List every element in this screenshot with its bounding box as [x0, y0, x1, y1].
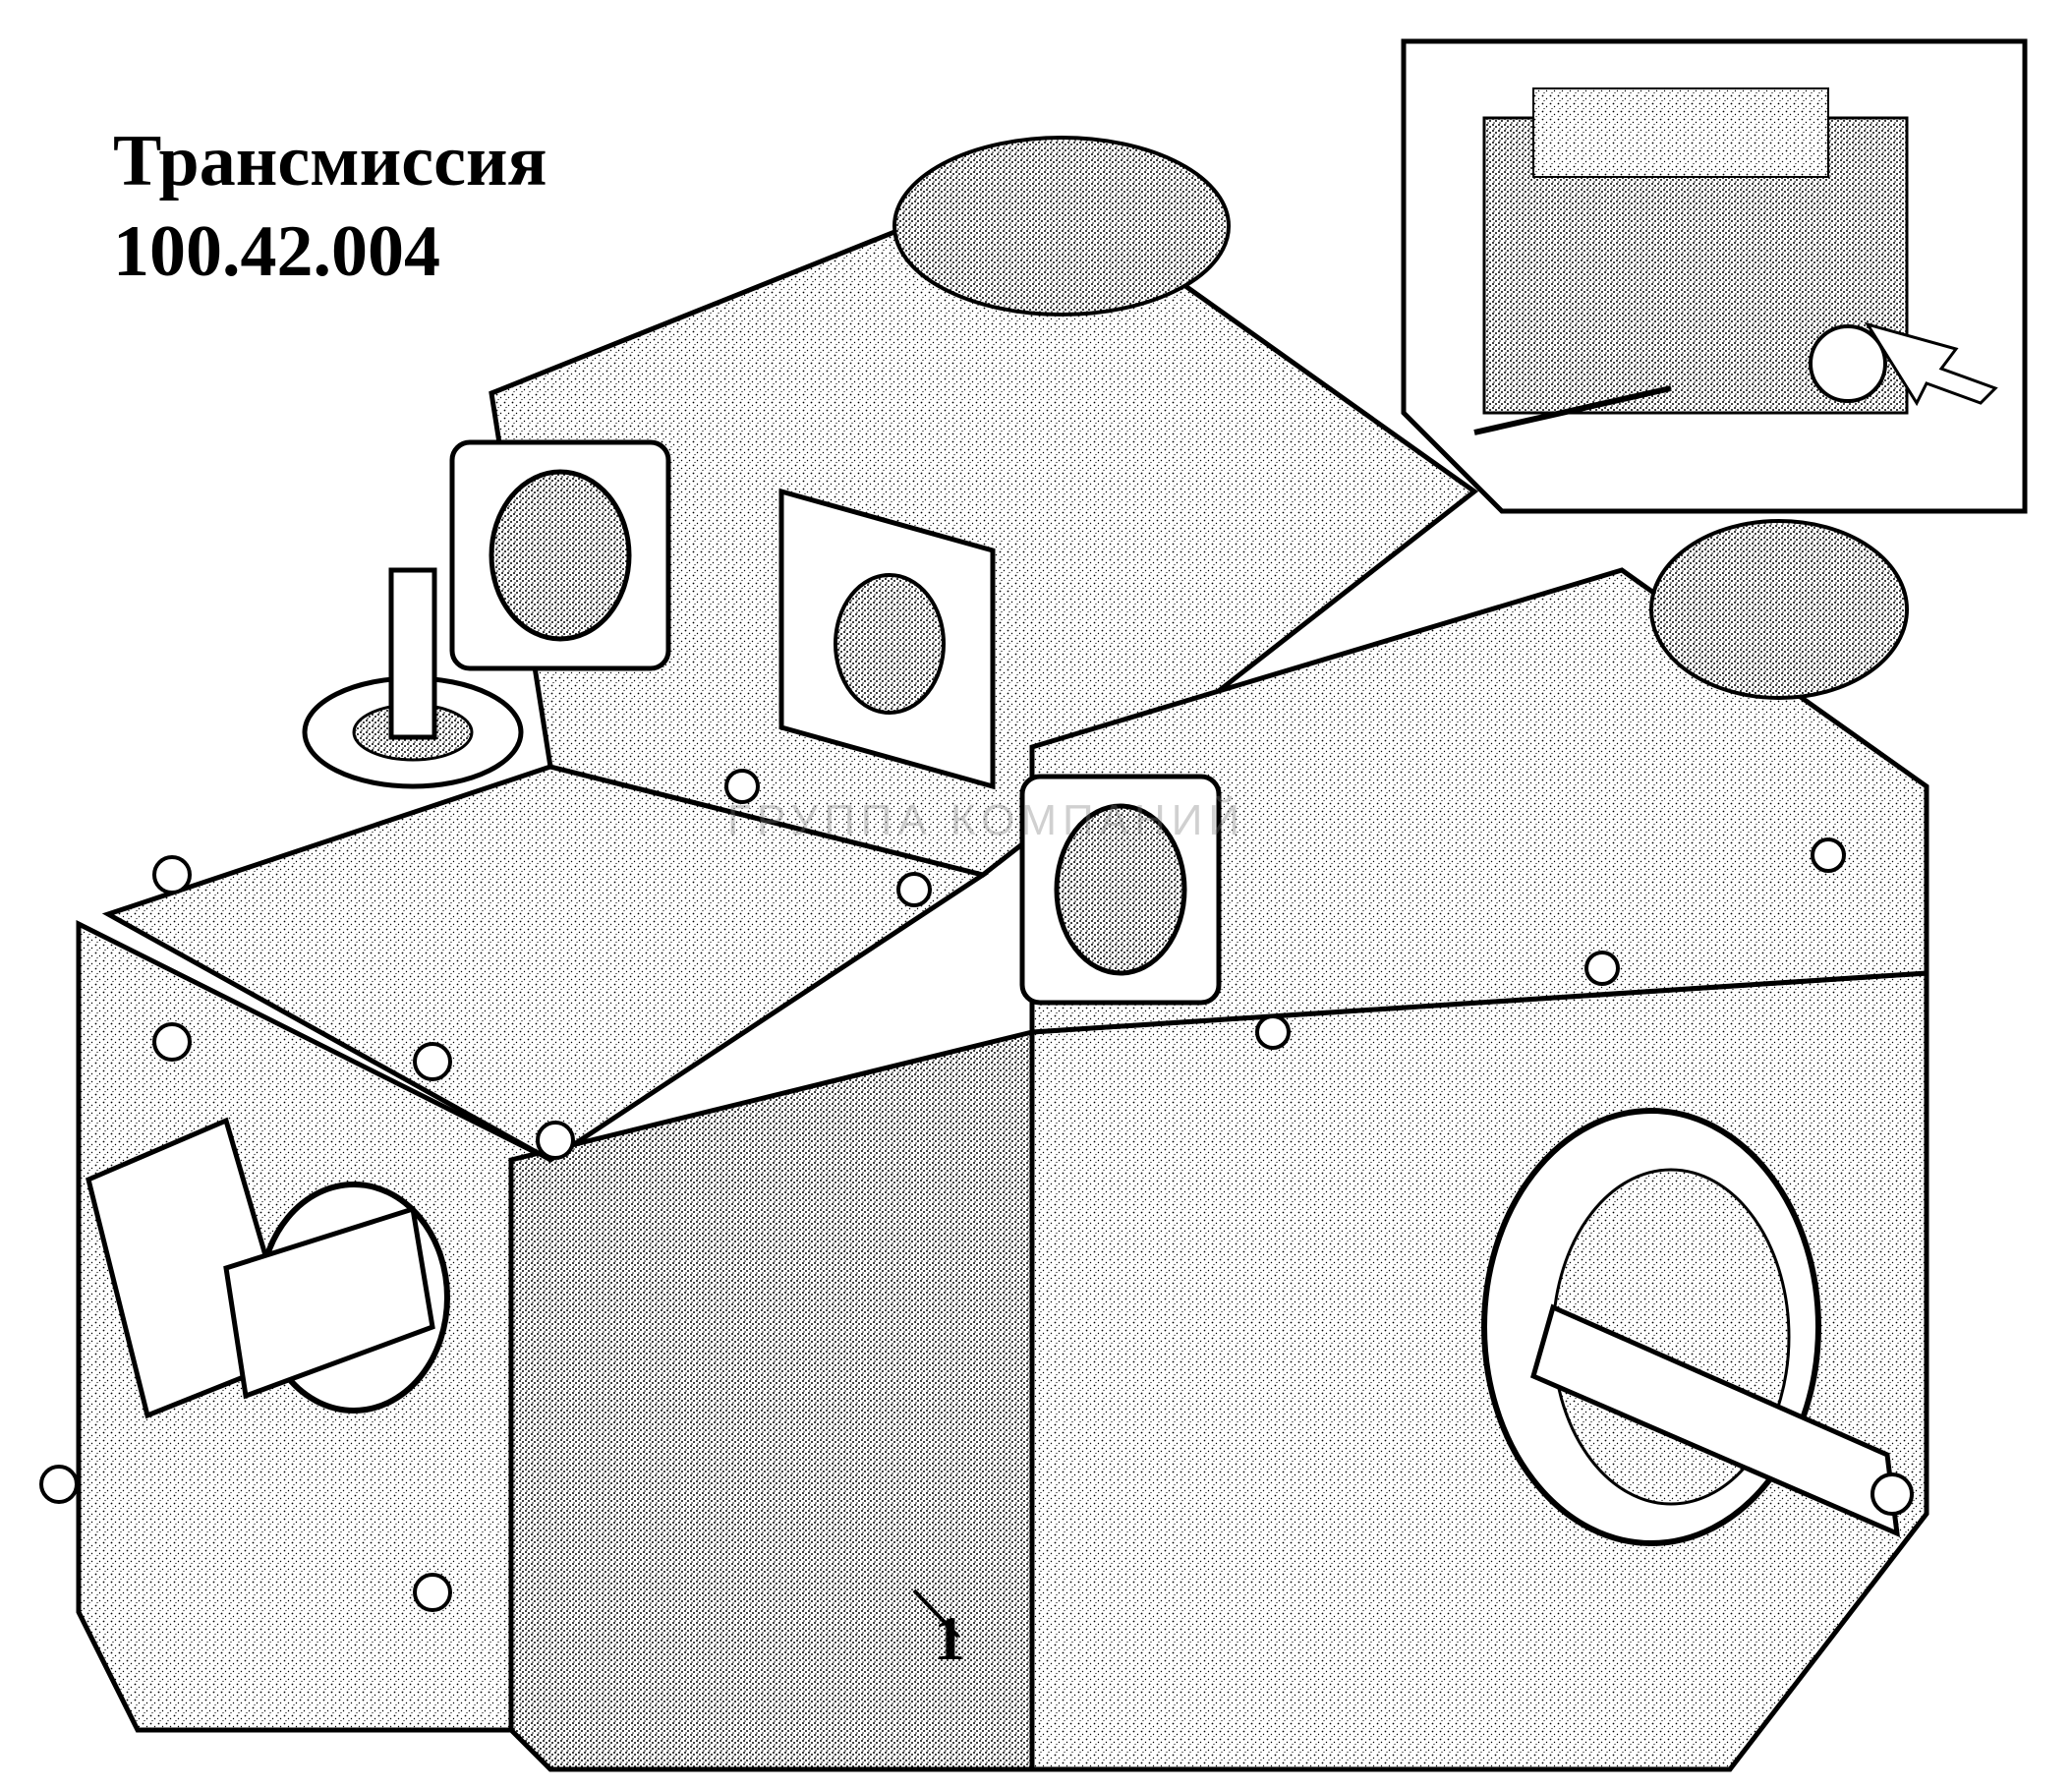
- inset-shaft: [1473, 385, 1672, 435]
- title-line-2: 100.42.004: [113, 211, 440, 292]
- bolt-icon: [413, 1573, 452, 1612]
- vertical-shaft-assembly: [302, 567, 524, 789]
- bolt-icon: [152, 855, 192, 894]
- bolt-icon: [724, 769, 760, 804]
- bolt-icon: [1871, 1472, 1914, 1516]
- bolt-icon: [1811, 837, 1846, 873]
- left-splined-shaft: [223, 1205, 435, 1400]
- output-shaft: [1529, 1303, 1901, 1538]
- bolt-icon: [152, 1022, 192, 1062]
- bolts: [39, 769, 1914, 1612]
- bolt-icon: [39, 1465, 79, 1504]
- watermark-text: ГРУППА КОМПАНИЙ: [727, 796, 1245, 844]
- vertical-shaft: [388, 567, 437, 740]
- callout-label-1: 1: [934, 1603, 965, 1673]
- drawing-title: Трансмиссия 100.42.004: [113, 116, 547, 297]
- right-dome: [1649, 519, 1909, 700]
- flange-middle-bore: [1054, 803, 1187, 976]
- top-dome: [892, 136, 1231, 317]
- housing-center-body: [508, 1028, 1035, 1772]
- inset-machine-upper: [1532, 87, 1829, 178]
- callout-leader-line: [912, 1588, 960, 1639]
- flanges: [86, 439, 1901, 1546]
- inset-flange: [1809, 324, 1887, 403]
- plate-center-bore: [834, 573, 946, 715]
- bolt-icon: [896, 872, 932, 907]
- bolt-icon: [413, 1042, 452, 1081]
- bolt-icon: [536, 1121, 575, 1160]
- flange-upper-left-bore: [489, 469, 632, 642]
- bolt-icon: [1255, 1014, 1291, 1050]
- inset-photo: [1401, 38, 2028, 514]
- bolt-icon: [1584, 951, 1620, 986]
- inset-arrow-icon: [1864, 321, 1998, 407]
- title-line-1: Трансмиссия: [113, 121, 547, 202]
